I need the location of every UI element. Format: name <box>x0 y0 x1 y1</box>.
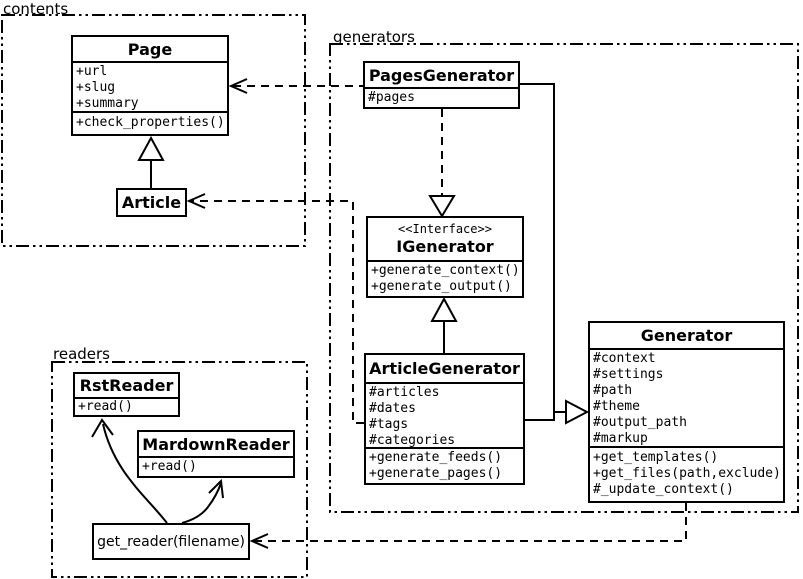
method: +read() <box>142 459 197 474</box>
attribute: #markup <box>593 431 648 446</box>
attribute: #context <box>593 351 656 366</box>
class-page: Page +url +slug +summary +check_properti… <box>71 35 229 136</box>
edge-generators-to-generator <box>520 83 555 421</box>
method: +check_properties() <box>76 115 225 130</box>
package-label-generators: generators <box>333 28 415 46</box>
inheritance-triangle-igenerator <box>430 296 458 322</box>
method: +generate_pages() <box>369 466 503 481</box>
class-pagesgenerator-title: PagesGenerator <box>368 65 515 85</box>
class-rstreader: RstReader +read() <box>73 372 180 417</box>
class-article: Article <box>116 188 187 217</box>
inheritance-triangle-page <box>137 135 165 161</box>
class-articlegenerator-title: ArticleGenerator <box>369 359 520 378</box>
edge-generator-to-getreader <box>254 503 687 542</box>
package-label-contents: contents <box>3 0 69 18</box>
inheritance-triangle-generator <box>565 399 590 425</box>
class-markdownreader-title: MardownReader <box>142 434 290 454</box>
class-pagesgenerator: PagesGenerator #pages <box>363 61 520 109</box>
realization-triangle-igenerator <box>428 195 456 218</box>
open-arrowhead-getreader <box>249 533 269 549</box>
attribute: #categories <box>369 433 456 447</box>
class-articlegenerator: ArticleGenerator #articles #dates #tags … <box>364 353 525 485</box>
class-igenerator-stereotype: <<Interface>> <box>398 222 492 236</box>
class-page-title: Page <box>127 39 173 59</box>
edge-getreader-to-rstreader <box>102 423 168 524</box>
attribute: +slug <box>76 80 116 95</box>
package-generators-border <box>329 43 799 513</box>
method: +get_files(path,exclude) <box>593 466 781 481</box>
class-generator-title: Generator <box>640 326 733 345</box>
edge-getreader-to-markdownreader <box>181 482 222 524</box>
open-arrowhead-rstreader <box>91 418 114 438</box>
package-contents-border <box>1 14 306 247</box>
open-arrowhead-markdownreader <box>208 478 224 499</box>
package-label-readers: readers <box>53 345 110 363</box>
attribute: #tags <box>369 417 409 432</box>
class-igenerator: <<Interface>> IGenerator +generate_conte… <box>366 216 524 298</box>
class-igenerator-title: IGenerator <box>396 237 494 256</box>
method: +generate_feeds() <box>369 450 503 465</box>
class-rstreader-title: RstReader <box>79 376 174 395</box>
class-generator: Generator #context #settings #path #them… <box>588 321 785 503</box>
attribute: #settings <box>593 367 664 382</box>
method: #_update_context() <box>593 482 734 497</box>
class-markdownreader: MardownReader +read() <box>137 430 295 478</box>
attribute: +url <box>76 64 108 79</box>
open-arrowhead-page <box>228 78 248 94</box>
open-arrowhead-article <box>186 193 206 209</box>
method: +generate_output() <box>371 279 512 294</box>
method: +generate_context() <box>371 263 520 278</box>
package-readers-border <box>51 361 308 578</box>
attribute: #dates <box>369 401 416 416</box>
attribute: #theme <box>593 399 640 414</box>
attribute: #output_path <box>593 415 687 430</box>
class-article-title: Article <box>121 193 182 212</box>
attribute: #path <box>593 383 633 398</box>
edge-articlegenerator-to-article <box>190 200 364 424</box>
attribute: +summary <box>76 96 139 111</box>
attribute: #pages <box>368 90 415 105</box>
attribute: #articles <box>369 385 440 400</box>
method: +read() <box>78 399 133 414</box>
method: +get_templates() <box>593 450 719 465</box>
function-get-reader: get_reader(filename) <box>92 523 250 560</box>
